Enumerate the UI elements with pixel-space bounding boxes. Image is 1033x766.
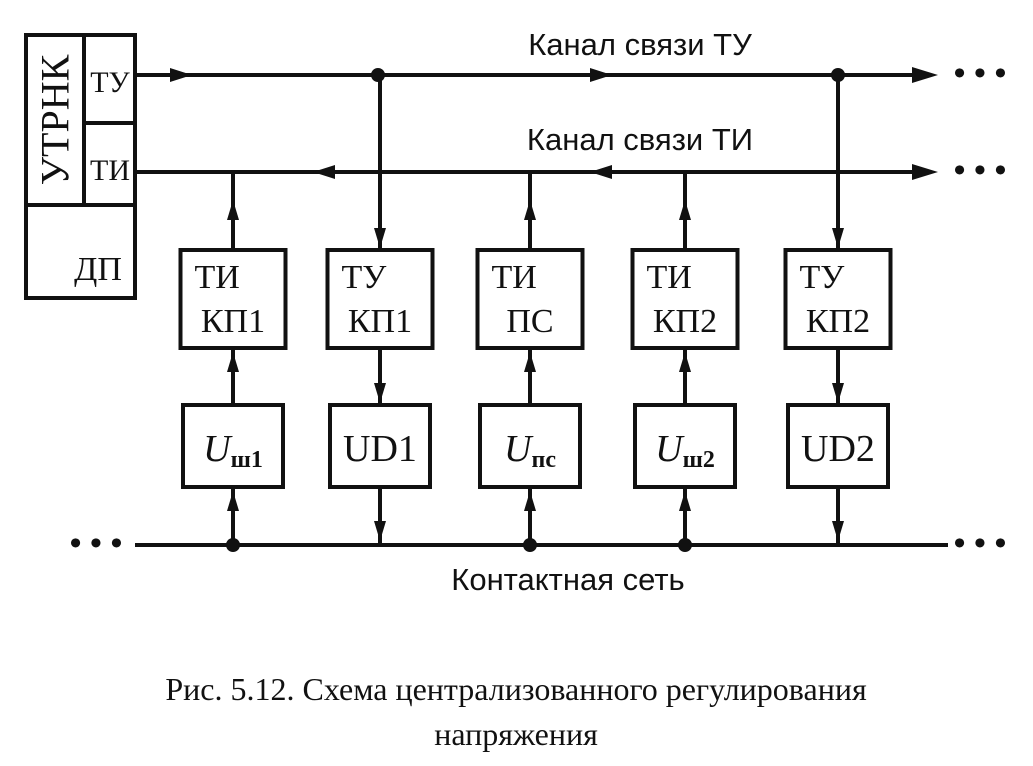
telemechanics-box-type: ТУ <box>342 259 388 296</box>
uplink-arrow-icon <box>524 200 536 220</box>
telemechanics-box-station: КП1 <box>201 303 265 340</box>
telemechanics-box-station: КП2 <box>806 303 870 340</box>
control-unit-frame <box>24 33 137 300</box>
telemechanics-box <box>178 248 288 350</box>
uplink-arrow-icon <box>679 200 691 220</box>
tu-channel: • • • <box>135 55 1006 92</box>
bus-tap-arrow-icon <box>524 491 536 511</box>
regulator-box-label: Uпс <box>504 428 556 473</box>
telemechanics-box-type: ТУ <box>800 259 846 296</box>
bus-tap-arrow-icon <box>679 491 691 511</box>
telemechanics-box-station: КП2 <box>653 303 717 340</box>
ti-arrow-icon <box>590 165 612 179</box>
bus-feed-arrow-icon <box>374 521 386 541</box>
tu-arrow-icon <box>170 68 192 82</box>
telemechanics-box-type: ТИ <box>195 259 240 296</box>
telemechanics-box <box>630 248 740 350</box>
bus-junction-dot <box>678 538 692 552</box>
telemechanics-box <box>325 248 435 350</box>
bus-tap-arrow-icon <box>227 491 239 511</box>
tu-channel-label: Канал связи ТУ <box>528 27 752 62</box>
regulator-box <box>786 403 890 489</box>
ti-arrow-icon <box>912 164 938 180</box>
bus-label: Контактная сеть <box>451 562 684 597</box>
control-unit-block: УТРНК ТУ ТИ ДП <box>24 33 137 300</box>
bus-junction-dot <box>226 538 240 552</box>
telemechanics-box-station: КП1 <box>348 303 412 340</box>
measure-arrow-icon <box>227 352 239 372</box>
port-ti-label: ТИ <box>90 154 130 187</box>
uplink-arrow-icon <box>227 200 239 220</box>
telemechanics-box-type: ТИ <box>492 259 537 296</box>
dp-label: ДП <box>74 251 122 288</box>
caption-line1: Рис. 5.12. Схема централизованного регул… <box>165 671 867 707</box>
tu-arrow-icon <box>912 67 938 83</box>
ti-channel: • • • <box>135 152 1006 189</box>
measure-arrow-icon <box>679 352 691 372</box>
bus-feed-arrow-icon <box>832 521 844 541</box>
ti-channel-label: Канал связи ТИ <box>527 122 753 157</box>
ti-continuation-ellipsis: • • • <box>954 152 1007 189</box>
bus-left-ellipsis: • • • <box>70 525 123 562</box>
regulator-box-label: Uш2 <box>655 428 715 473</box>
tu-continuation-ellipsis: • • • <box>954 55 1007 92</box>
control-arrow-icon <box>832 383 844 403</box>
regulator-box-label: Uш1 <box>203 428 263 473</box>
ti-arrow-icon <box>313 165 335 179</box>
bus-right-ellipsis: • • • <box>954 525 1007 562</box>
regulator-box <box>633 403 737 489</box>
tu-arrow-icon <box>590 68 612 82</box>
downlink-arrow-icon <box>832 228 844 248</box>
regulator-box <box>181 403 285 489</box>
control-arrow-icon <box>374 383 386 403</box>
caption-line2: напряжения <box>434 716 598 752</box>
column-unit-3: ТИ ПС Uпс <box>475 174 585 552</box>
regulator-box-label: UD2 <box>801 428 875 470</box>
contact-network-bus: • • • • • • Контактная сеть <box>70 525 1007 597</box>
telemechanics-box-station: ПС <box>506 303 553 340</box>
telemechanics-box-type: ТИ <box>647 259 692 296</box>
downlink-arrow-icon <box>374 228 386 248</box>
measure-arrow-icon <box>524 352 536 372</box>
port-tu-label: ТУ <box>90 66 130 99</box>
regulator-box-label: UD1 <box>343 428 417 470</box>
utrnk-label: УТРНК <box>33 54 78 185</box>
bus-junction-dot <box>523 538 537 552</box>
